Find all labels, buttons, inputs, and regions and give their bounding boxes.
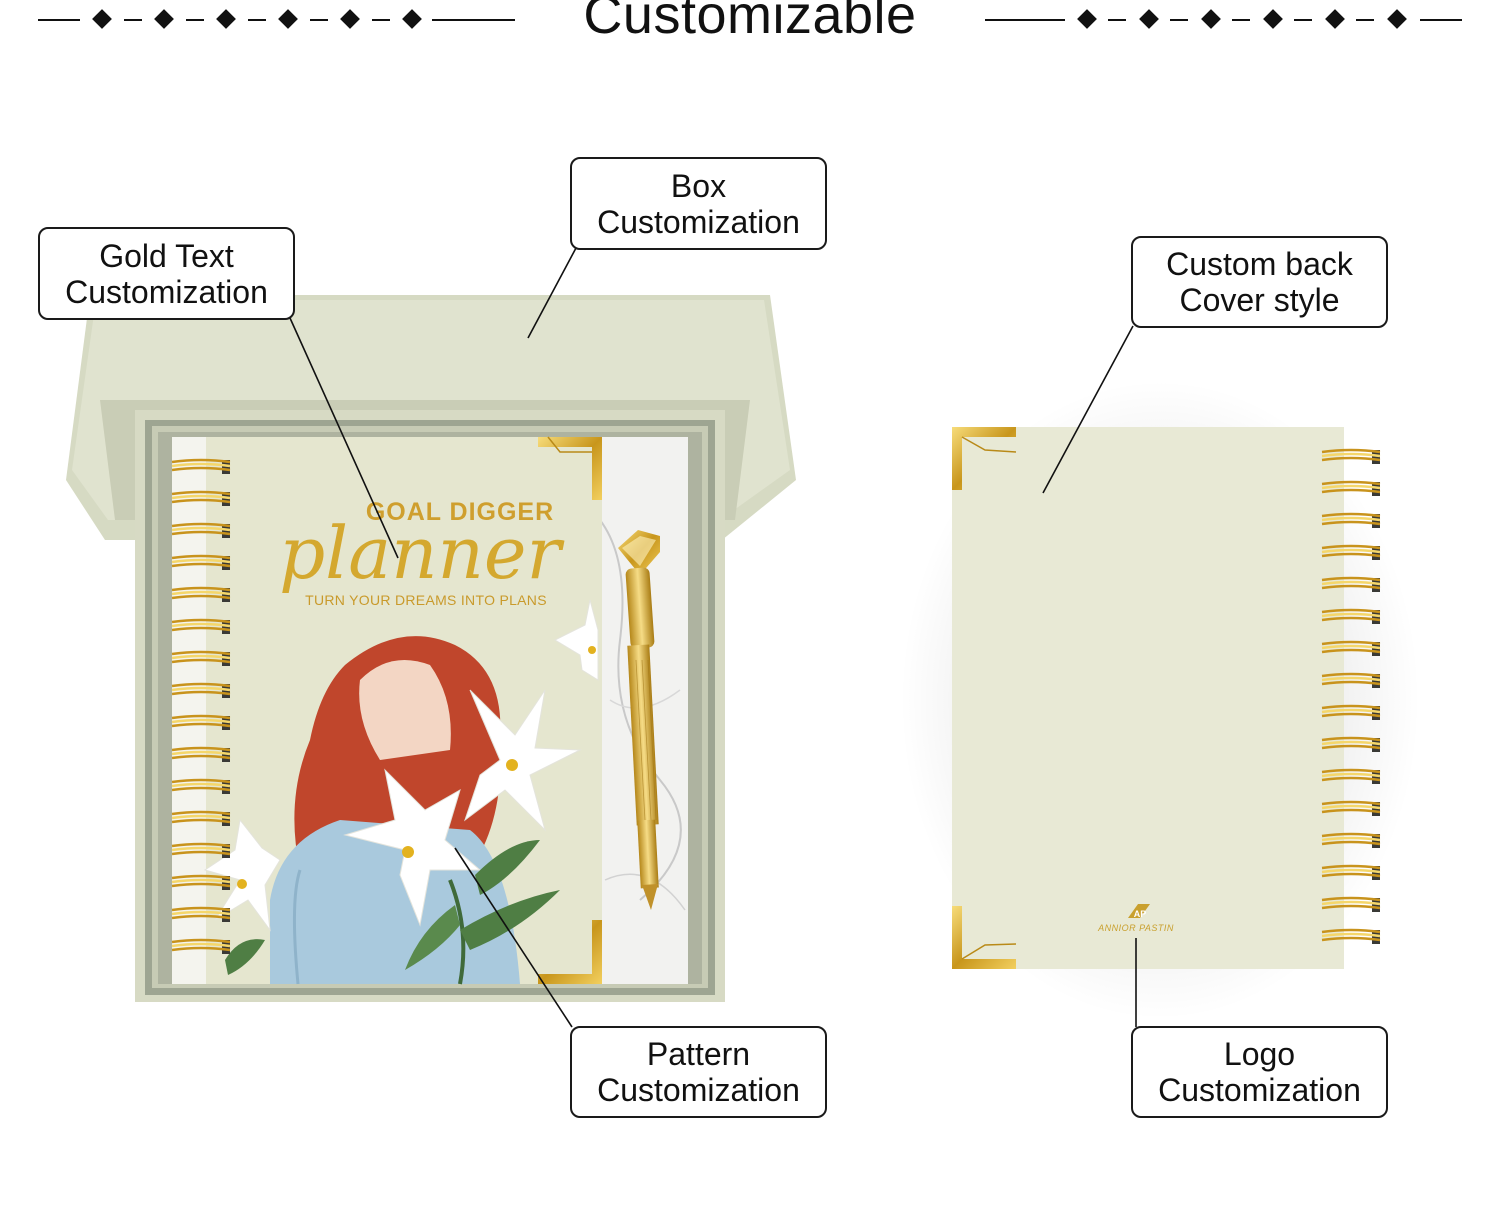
- left-header-divider: [38, 9, 1462, 29]
- spiral-coil: [1321, 576, 1381, 592]
- brand-monogram: AP: [1134, 909, 1147, 919]
- spiral-coil: [1321, 768, 1381, 784]
- gold-text-callout-line1: Gold Text: [99, 237, 234, 274]
- cover-script: planner: [279, 511, 564, 595]
- back-spiral: [1321, 448, 1381, 944]
- spiral-coil: [1321, 480, 1381, 496]
- spiral-coil: [171, 650, 231, 666]
- cover-heading: GOAL DIGGER: [366, 498, 554, 526]
- spiral-coil: [171, 682, 231, 698]
- spiral-coil: [171, 778, 231, 794]
- spiral-coil: [1321, 448, 1381, 464]
- gold-text-callout: Gold Text Customization: [38, 227, 295, 320]
- spiral-coil: [171, 874, 231, 890]
- logo-callout: Logo Customization: [1131, 1026, 1388, 1118]
- pattern-callout: Pattern Customization: [570, 1026, 827, 1118]
- box-callout: Box Customization: [570, 157, 827, 250]
- back-cover-callout-line1: Custom back: [1166, 246, 1353, 282]
- box-callout-line1: Box: [670, 167, 727, 204]
- spiral-coil: [1321, 672, 1381, 688]
- pen: [618, 530, 660, 910]
- spiral-coil: [171, 554, 231, 570]
- box-callout-line2: Customization: [597, 203, 800, 240]
- spiral-coil: [1321, 512, 1381, 528]
- spiral-coil: [1321, 736, 1381, 752]
- spiral-coil: [171, 810, 231, 826]
- spiral-coil: [1321, 864, 1381, 880]
- spiral-coil: [171, 938, 231, 954]
- page-title: Customizable: [583, 0, 917, 45]
- spiral-coil: [171, 714, 231, 730]
- brand-logo: AP ANNIOR PASTIN: [1097, 904, 1174, 933]
- back-cover-callout: Custom back Cover style: [1131, 236, 1388, 328]
- spiral-coil: [171, 458, 231, 474]
- back-cover-callout-line2: Cover style: [1179, 282, 1340, 318]
- spiral-coil: [171, 490, 231, 506]
- spiral-coil: [1321, 800, 1381, 816]
- logo-callout-line1: Logo: [1223, 1036, 1296, 1072]
- spiral-coil: [1321, 608, 1381, 624]
- spiral-coil: [171, 746, 231, 762]
- spiral-coil: [171, 906, 231, 922]
- spiral-coil: [1321, 544, 1381, 560]
- pattern-callout-line2: Customization: [597, 1072, 800, 1108]
- cover-tagline: TURN YOUR DREAMS INTO PLANS: [305, 592, 547, 608]
- spiral-coil: [171, 522, 231, 538]
- pattern-callout-line1: Pattern: [646, 1036, 751, 1072]
- planner-back: [952, 427, 1344, 969]
- front-spiral: [171, 458, 231, 954]
- brand-name: ANNIOR PASTIN: [1097, 923, 1174, 933]
- logo-callout-line2: Customization: [1158, 1072, 1361, 1108]
- spiral-coil: [171, 618, 231, 634]
- spiral-coil: [1321, 640, 1381, 656]
- gold-text-callout-line2: Customization: [65, 273, 268, 310]
- leader-lines: [289, 247, 1137, 1028]
- spiral-coil: [171, 842, 231, 858]
- spiral-coil: [171, 586, 231, 602]
- spiral-coil: [1321, 704, 1381, 720]
- spiral-coil: [1321, 832, 1381, 848]
- spiral-coil: [1321, 928, 1381, 944]
- spiral-coil: [1321, 896, 1381, 912]
